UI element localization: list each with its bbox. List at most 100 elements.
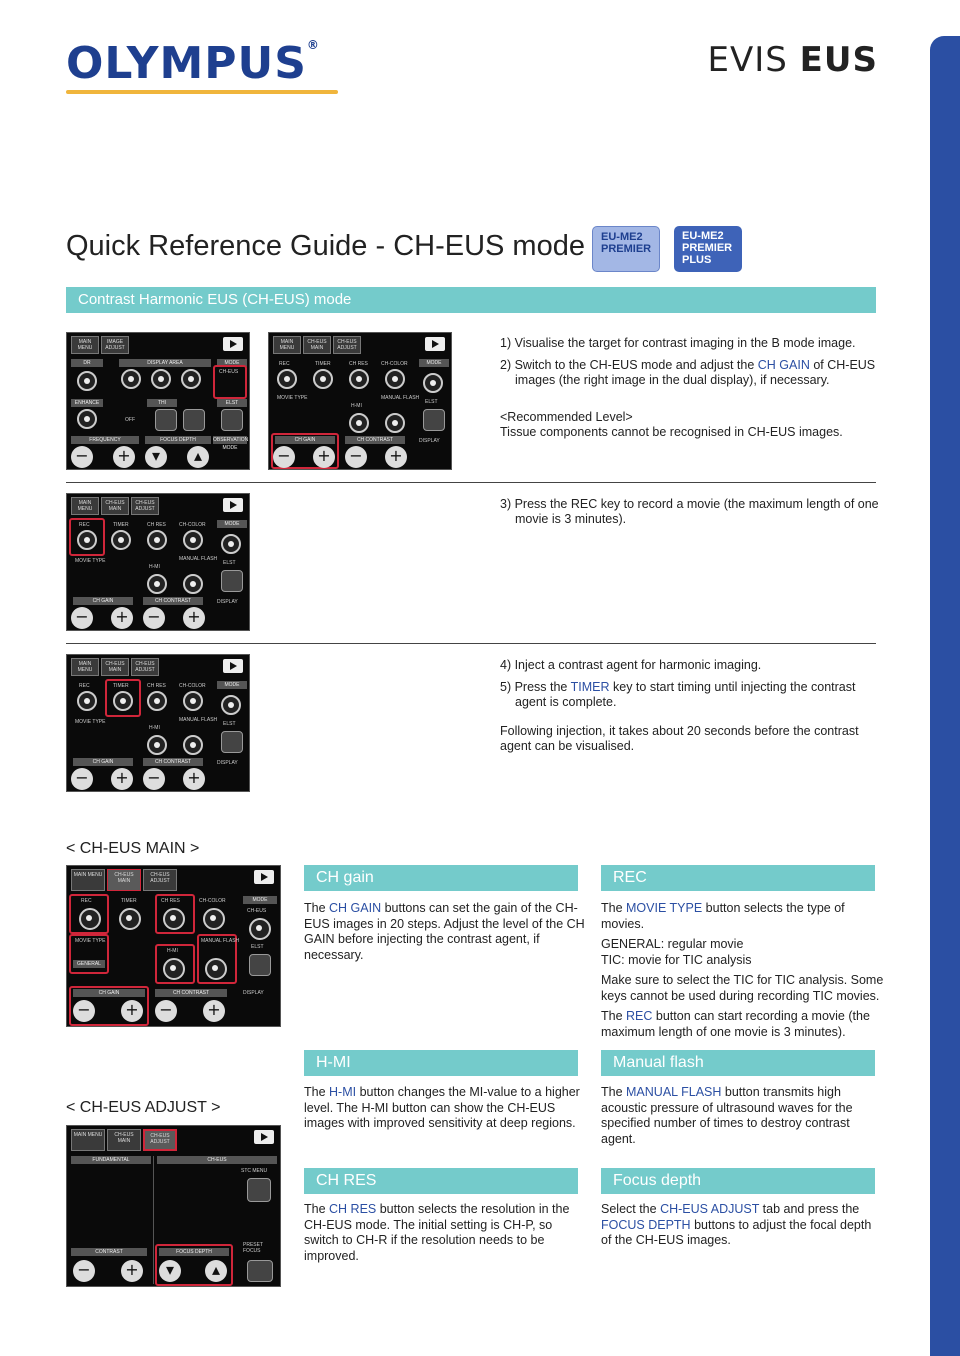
badge-premier-plus: EU-ME2 PREMIER PLUS: [674, 226, 742, 272]
step-3: 3) Press the REC key to record a movie (…: [500, 497, 879, 526]
card-text-manual-flash: The MANUAL FLASH button transmits high a…: [601, 1085, 885, 1152]
text: buttons to adjust the focal depth of the…: [601, 1217, 872, 1248]
tab-ch-eus-main: CH-EUS MAIN: [303, 336, 331, 354]
highlight: H-MI: [329, 1085, 357, 1099]
divider: [153, 1156, 154, 1284]
callout-ch-eus-mode: [213, 365, 247, 399]
label-ch-res: CH RES: [349, 361, 368, 367]
olympus-logo: OLYMPUS®: [66, 38, 320, 89]
manual-flash-icon: [183, 735, 203, 755]
display-area-icon: [121, 369, 141, 389]
enhance-icon: [77, 409, 97, 429]
card-head-focus-depth: Focus depth: [601, 1168, 875, 1194]
callout-rec: [69, 894, 109, 934]
card-paragraph: The H-MI button changes the MI-value to …: [304, 1085, 588, 1132]
text: Select the: [601, 1202, 661, 1216]
label-ch-color: CH-COLOR: [179, 522, 206, 528]
elst-icon: [221, 731, 243, 753]
ch-eus-mode-icon: [423, 373, 443, 393]
play-icon: [223, 659, 243, 673]
timer-icon: [111, 530, 131, 550]
manual-flash-icon: [205, 958, 227, 980]
callout-h-mi: [155, 944, 195, 984]
label-observation-mode: OBSERVATION MODE: [213, 436, 249, 451]
label-mode: MODE: [419, 359, 449, 367]
plus-icon: +: [113, 446, 135, 468]
label-focus-depth: FOCUS DEPTH: [145, 436, 211, 444]
label-timer: TIMER: [113, 522, 129, 528]
card-paragraph: GENERAL: regular movie: [601, 937, 744, 951]
card-paragraph: The CH RES button selects the resolution…: [304, 1202, 588, 1264]
divider: [66, 482, 876, 483]
label-mode: MODE: [217, 681, 247, 689]
label-off: OFF: [125, 417, 135, 423]
step-1: 1) Visualise the target for contrast ima…: [500, 336, 856, 350]
card-paragraph: TIC: movie for TIC analysis: [601, 952, 752, 967]
text: button changes the MI-value to a higher …: [304, 1085, 580, 1130]
step-text: 5) Press the: [500, 680, 571, 694]
label-movie-type: MOVIE TYPE: [75, 938, 106, 944]
step-4: 4) Inject a contrast agent for harmonic …: [500, 658, 762, 672]
manual-flash-icon: [385, 413, 405, 433]
recommended-title: <Recommended Level>: [500, 410, 633, 424]
label-display: DISPLAY: [419, 438, 440, 444]
down-icon: ▾: [159, 1260, 181, 1282]
label-elst: ELST: [223, 560, 236, 566]
logo-underline: [66, 90, 338, 94]
side-bar: [930, 36, 960, 1356]
display-area-icon: [181, 369, 201, 389]
card-paragraph: Make sure to select the TIC for TIC anal…: [601, 973, 884, 1003]
card-paragraph: The CH GAIN buttons can set the gain of …: [304, 901, 588, 963]
rec-icon: [77, 691, 97, 711]
label-mode: MODE: [217, 359, 247, 367]
plus-icon: +: [313, 446, 335, 468]
text: tab and press the: [759, 1202, 860, 1216]
rec-icon: [277, 369, 297, 389]
screen-tabs: MAIN MENU CH-EUS MAIN CH-EUS ADJUST: [71, 497, 159, 515]
preset-focus-icon: [247, 1260, 273, 1282]
elst-icon: [423, 409, 445, 431]
plus-icon: +: [385, 446, 407, 468]
elst-icon: [221, 570, 243, 592]
badge-line: PREMIER: [601, 243, 652, 255]
label-rec: REC: [79, 683, 90, 689]
badge-line: PREMIER: [682, 242, 733, 254]
play-icon: [223, 498, 243, 512]
label-thi: THI: [147, 399, 177, 407]
tab-main-menu: MAIN MENU: [71, 336, 99, 354]
minus-icon: −: [155, 1000, 177, 1022]
minus-icon: −: [143, 768, 165, 790]
label-elst: ELST: [251, 944, 264, 950]
label-rec: REC: [79, 522, 90, 528]
elst-icon: [221, 409, 243, 431]
badge-line: EU-ME2: [601, 231, 643, 243]
ch-color-icon: [203, 908, 225, 930]
plus-icon: +: [203, 1000, 225, 1022]
label-display: DISPLAY: [217, 599, 238, 605]
timer-icon: [313, 369, 333, 389]
tab-ch-eus-main: CH-EUS MAIN: [107, 1129, 141, 1151]
screen-tabs: MAIN MENU IMAGE ADJUST: [71, 336, 129, 354]
ch-eus-mode-icon: [221, 695, 241, 715]
minus-icon: −: [71, 446, 93, 468]
card-head-ch-gain: CH gain: [304, 865, 578, 891]
label-ch-color: CH-COLOR: [199, 898, 226, 904]
text: The: [304, 1085, 330, 1099]
card-head-manual-flash: Manual flash: [601, 1050, 875, 1076]
play-icon: [254, 870, 274, 884]
stc-menu-icon: [247, 1178, 271, 1202]
tab-main-menu: MAIN MENU: [71, 869, 105, 891]
display-area-icon: [151, 369, 171, 389]
minus-icon: −: [73, 1000, 95, 1022]
tab-ch-eus-adjust: CH-EUS ADJUST: [131, 497, 159, 515]
label-movie-type: MOVIE TYPE: [75, 719, 106, 725]
play-icon: [425, 337, 445, 351]
label-ch-gain: CH GAIN: [73, 758, 133, 766]
label-dr: DR: [71, 359, 103, 367]
tab-ch-eus-main: CH-EUS MAIN: [101, 658, 129, 676]
timer-icon: [113, 691, 133, 711]
label-movie-type: MOVIE TYPE: [75, 558, 106, 564]
product-name: EVIS EUS: [708, 40, 879, 80]
ch-res-icon: [163, 908, 185, 930]
screen-ch-eus-gain: MAIN MENU CH-EUS MAIN CH-EUS ADJUST REC …: [268, 332, 452, 470]
